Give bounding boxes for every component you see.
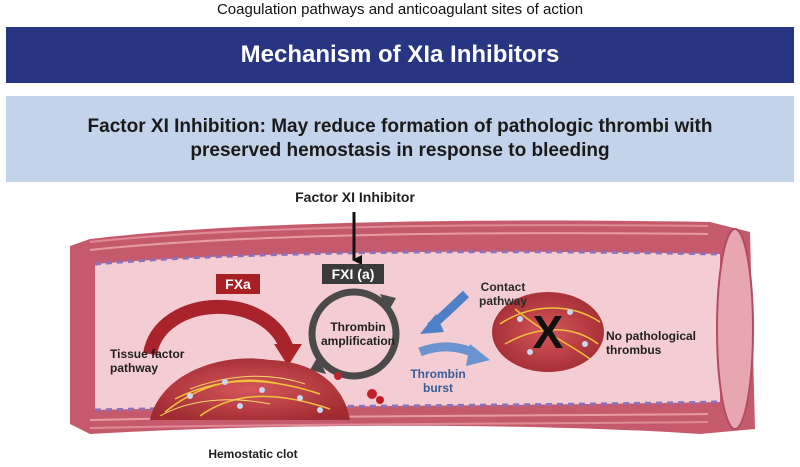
subtitle-line-2: preserved hemostasis in response to blee… bbox=[190, 140, 610, 161]
hemostatic-clot-label: Hemostatic clot bbox=[208, 447, 298, 461]
thrombin-amplification-label: Thrombin amplification bbox=[320, 320, 395, 348]
fxa-badge: FXa bbox=[216, 274, 260, 294]
contact-pathway-label: Contact pathway bbox=[478, 280, 527, 308]
figure-title: Mechanism of XIa Inhibitors bbox=[240, 41, 560, 68]
subtitle-line-1: Factor XI Inhibition: May reduce formati… bbox=[87, 116, 713, 137]
tissue-factor-label: Tissue factor pathway bbox=[110, 347, 185, 375]
title-banner: Mechanism of XIa Inhibitors bbox=[6, 27, 794, 83]
inhibitor-label: Factor XI Inhibitor bbox=[295, 189, 415, 205]
hemostatic-clot bbox=[150, 358, 350, 420]
pathological-thrombus bbox=[492, 292, 604, 372]
figure-caption: Coagulation pathways and anticoagulant s… bbox=[216, 1, 584, 18]
fxa-arrow bbox=[143, 299, 295, 356]
vessel-diagram: Factor XI Inhibitor FXa FXI (a) Tissue f… bbox=[0, 184, 800, 467]
no-thrombus-label: No pathological thrombus bbox=[606, 329, 696, 357]
amplification-cycle bbox=[308, 288, 400, 380]
fxi-badge: FXI (a) bbox=[322, 264, 384, 284]
thrombin-burst-label: Thrombin burst bbox=[410, 367, 466, 395]
x-mark: X bbox=[532, 306, 564, 358]
subtitle-box: Factor XI Inhibition: May reduce formati… bbox=[6, 96, 794, 182]
